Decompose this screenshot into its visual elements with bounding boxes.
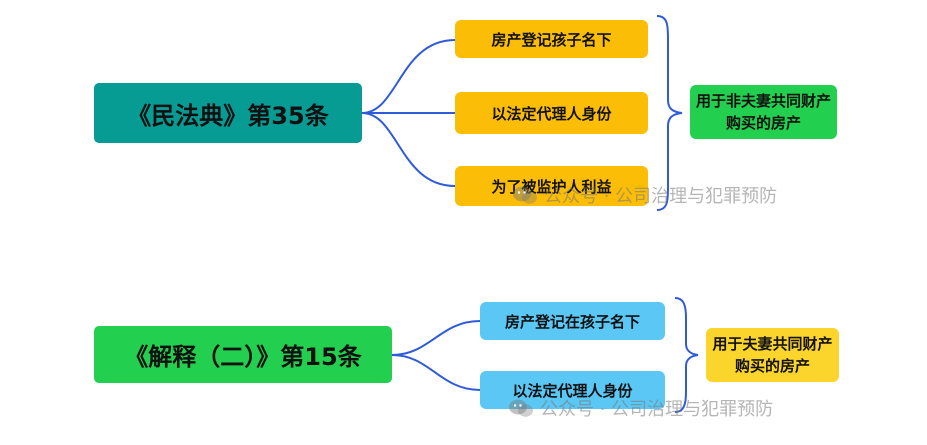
branch-node-label: 为了被监护人利益 bbox=[491, 177, 612, 196]
branch-node-4: 房产登记在孩子名下 bbox=[480, 302, 665, 340]
result-node-group2: 用于夫妻共同财产购买的房产 bbox=[706, 328, 839, 382]
branch-node-2: 以法定代理人身份 bbox=[455, 92, 648, 134]
result-node-group1: 用于非夫妻共同财产购买的房产 bbox=[690, 85, 837, 139]
watermark-text: 公众号 · 公司治理与犯罪预防 bbox=[544, 186, 778, 207]
brace-group2 bbox=[674, 297, 699, 413]
connector-root1-branch3 bbox=[361, 112, 456, 187]
watermark: 公众号 · 公司治理与犯罪预防 bbox=[508, 395, 773, 421]
root-node-interpretation: 《解释（二）》第15条 bbox=[94, 326, 392, 383]
root-node-label: 《解释（二）》第15条 bbox=[124, 343, 362, 371]
branch-node-label: 以法定代理人身份 bbox=[512, 381, 633, 400]
branch-node-label: 房产登记在孩子名下 bbox=[504, 312, 640, 331]
branch-node-label: 以法定代理人身份 bbox=[491, 104, 612, 123]
branch-node-label: 房产登记孩子名下 bbox=[491, 30, 612, 49]
result-node-label: 用于夫妻共同财产购买的房产 bbox=[712, 335, 833, 375]
watermark-text: 公众号 · 公司治理与犯罪预防 bbox=[540, 399, 774, 420]
branch-node-5: 以法定代理人身份 bbox=[480, 371, 665, 409]
connector-root2-branch2 bbox=[391, 354, 481, 391]
branch-node-1: 房产登记孩子名下 bbox=[455, 20, 648, 58]
result-node-label: 用于非夫妻共同财产购买的房产 bbox=[696, 92, 832, 132]
watermark: 公众号 · 公司治理与犯罪预防 bbox=[512, 182, 777, 208]
root-node-civil-code: 《民法典》第35条 bbox=[94, 83, 362, 143]
wechat-icon bbox=[512, 185, 538, 205]
wechat-icon bbox=[508, 398, 534, 418]
brace-group1 bbox=[656, 15, 683, 211]
branch-node-3: 为了被监护人利益 bbox=[455, 166, 648, 206]
connector-root2-branch1 bbox=[391, 320, 481, 356]
root-node-label: 《民法典》第35条 bbox=[127, 101, 329, 130]
connector-root1-branch1 bbox=[361, 39, 456, 114]
